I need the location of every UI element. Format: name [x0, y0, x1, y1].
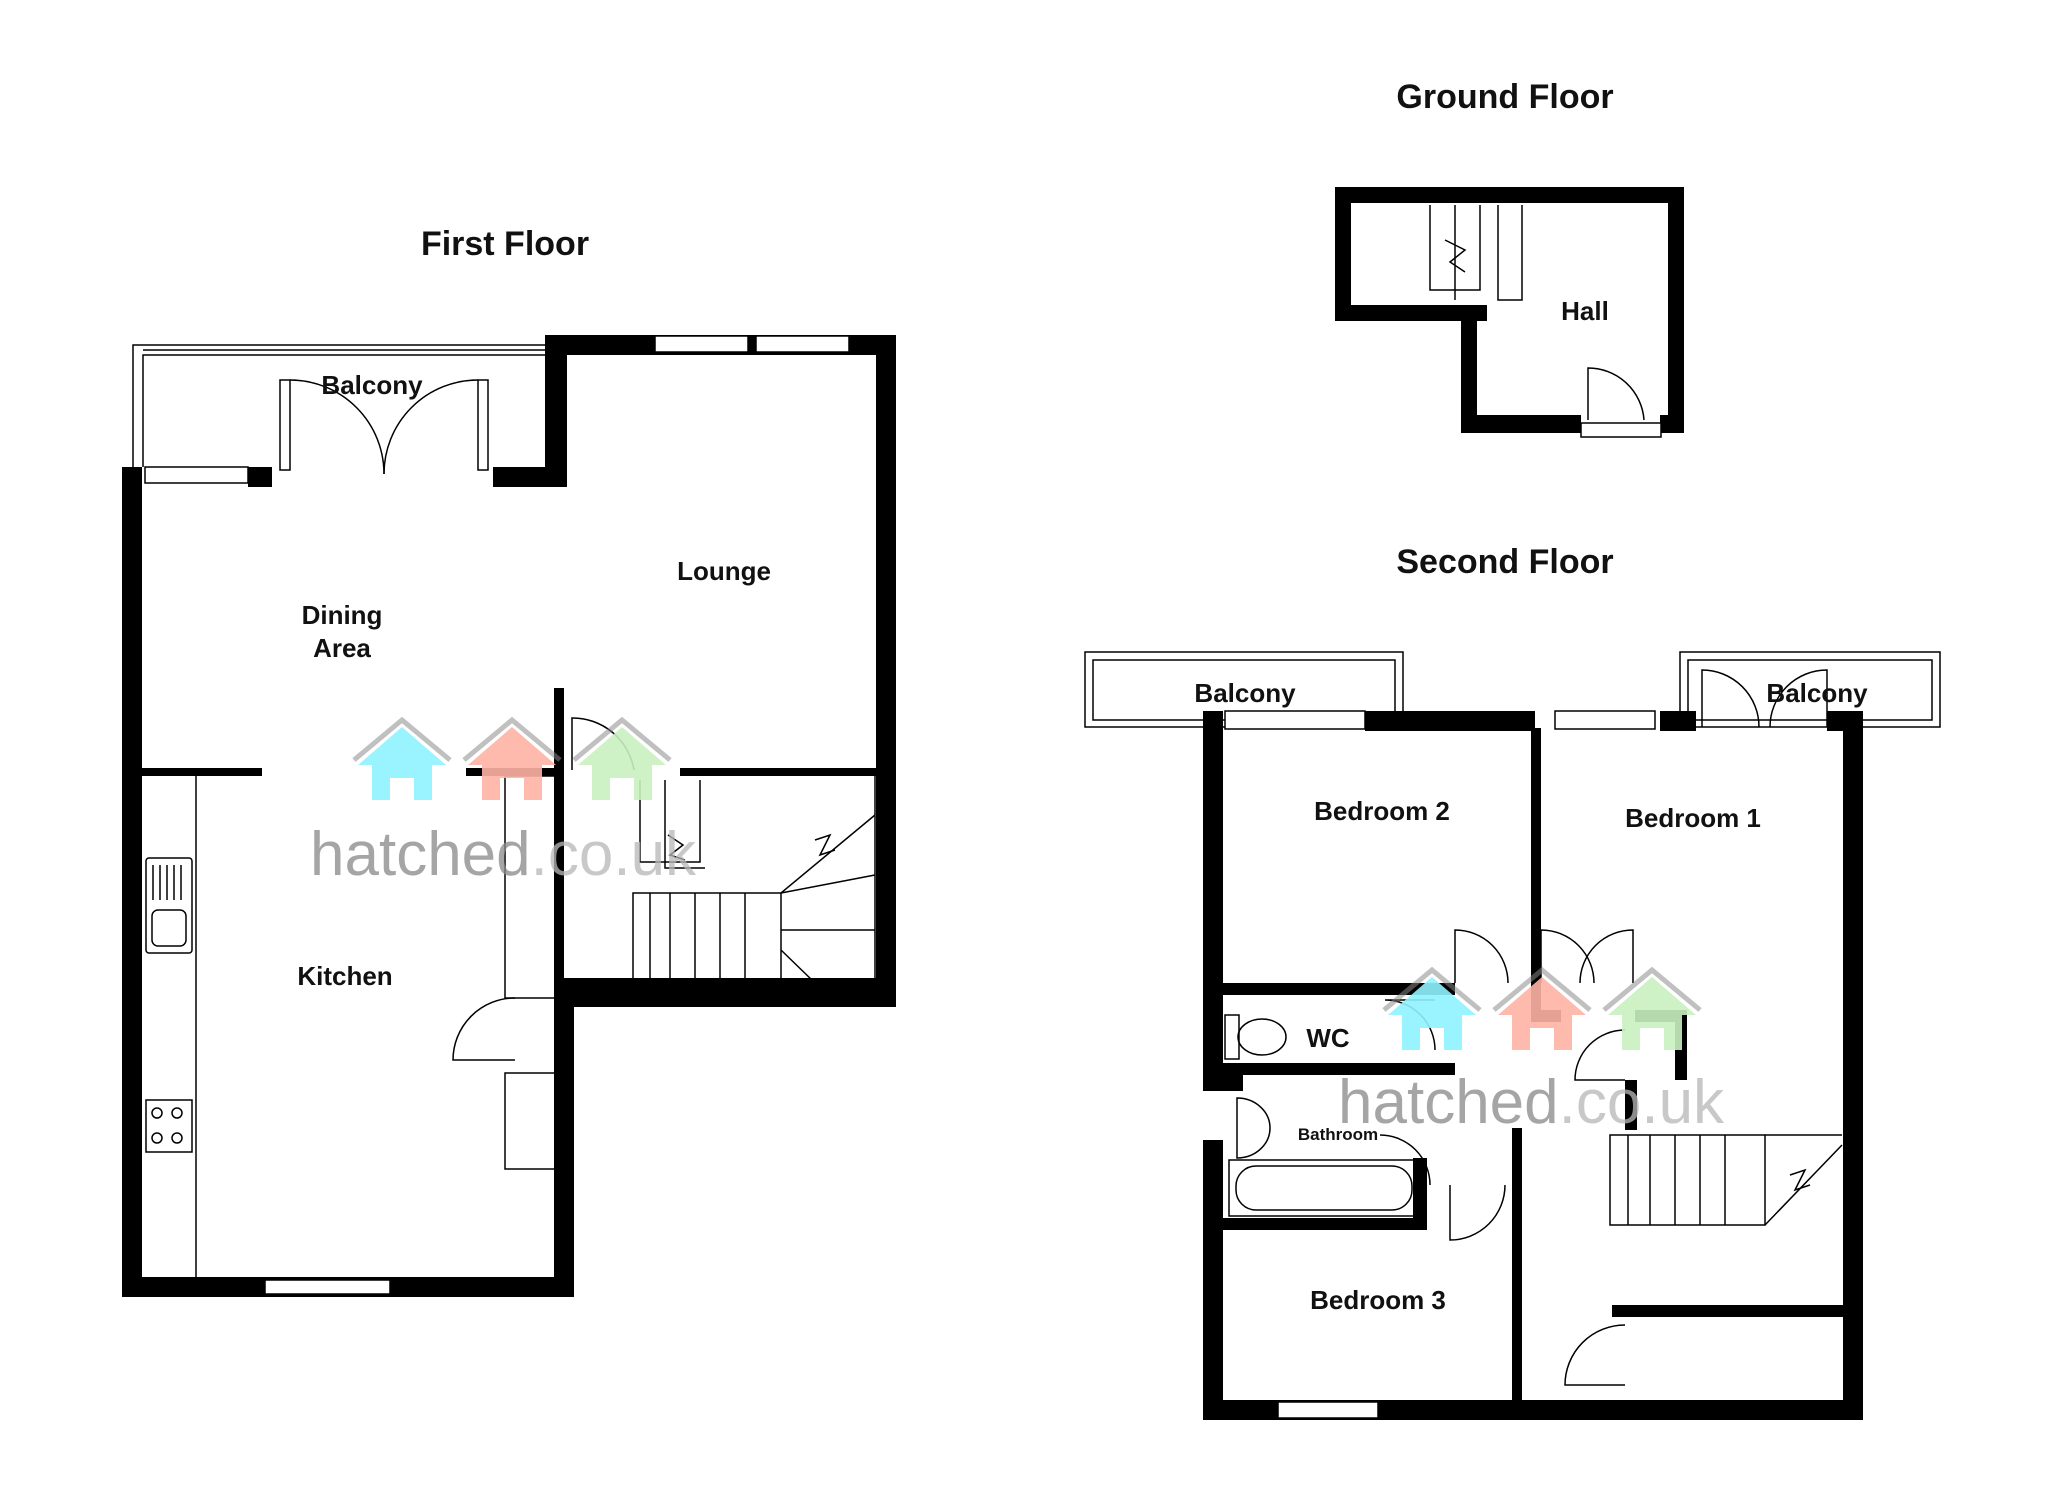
wall: [1512, 1128, 1522, 1400]
wall: [122, 467, 142, 1297]
bathroom-label: Bathroom: [1298, 1125, 1378, 1144]
window: [1277, 1401, 1379, 1419]
wall: [554, 987, 896, 1007]
watermark-domain: .co.uk: [531, 820, 697, 889]
wall: [680, 768, 876, 776]
hob: [145, 1099, 193, 1153]
wall: [1223, 1218, 1427, 1230]
window: [144, 466, 249, 484]
balcony-outline: [1679, 651, 1941, 728]
cupboard-door: [452, 997, 516, 1061]
second-floor-plan: Second Floor: [1084, 543, 1941, 1420]
wall: [1413, 1158, 1427, 1230]
watermark-brand: hatched: [310, 820, 531, 889]
staircase: [632, 892, 782, 984]
wall: [1203, 1075, 1243, 1091]
wall: [1461, 415, 1581, 433]
wall: [545, 335, 567, 485]
window: [654, 335, 749, 353]
wall: [248, 467, 272, 487]
dining-area-label-line1: Dining: [302, 600, 383, 630]
wall: [1668, 187, 1684, 433]
toilet: [1237, 1018, 1287, 1056]
wall: [1843, 711, 1863, 1420]
dining-area-label-line2: Area: [313, 633, 371, 663]
wall: [554, 993, 574, 1297]
wall: [1461, 305, 1477, 433]
sink: [145, 857, 193, 954]
door: [1564, 1324, 1626, 1386]
wall: [554, 688, 564, 993]
lounge-label: Lounge: [677, 556, 771, 586]
door: [1579, 929, 1634, 984]
entrance-door: [1587, 367, 1645, 421]
wall: [1612, 1305, 1843, 1317]
svg-text:hatched.co.uk: hatched.co.uk: [1338, 1068, 1725, 1137]
kitchen-label: Kitchen: [297, 961, 392, 991]
ground-floor-title: Ground Floor: [1396, 78, 1613, 116]
wall: [1531, 728, 1541, 1018]
wall: [1335, 187, 1351, 321]
hall-label: Hall: [1561, 296, 1609, 326]
svg-text:hatched.co.uk: hatched.co.uk: [310, 820, 697, 889]
balcony-outline: [132, 344, 545, 467]
door: [1540, 929, 1595, 984]
balcony-door: [1701, 669, 1760, 728]
window: [264, 1279, 391, 1295]
watermark-brand: hatched: [1338, 1068, 1559, 1137]
wall: [1335, 305, 1487, 321]
wall: [1335, 187, 1684, 203]
first-floor-title: First Floor: [421, 225, 589, 263]
wall: [1203, 1140, 1223, 1420]
hatched-logo: hatched.co.uk: [1338, 966, 1725, 1137]
bedroom-1-label: Bedroom 1: [1625, 803, 1761, 833]
wall: [1827, 711, 1863, 731]
watermark-domain: .co.uk: [1559, 1068, 1725, 1137]
bedroom-3-label: Bedroom 3: [1310, 1285, 1446, 1315]
window: [755, 335, 850, 353]
wall: [1612, 1305, 1624, 1317]
second-floor-title: Second Floor: [1396, 543, 1613, 581]
basin: [1236, 1097, 1271, 1159]
window: [1224, 710, 1366, 730]
ground-floor-plan: Ground Floor Hall: [1335, 78, 1684, 438]
door: [1449, 1184, 1506, 1241]
balcony-door: [289, 379, 385, 475]
door: [1574, 1029, 1626, 1081]
staircase: [1609, 1134, 1766, 1226]
wall: [1223, 1063, 1455, 1075]
balcony-left-label: Balcony: [1194, 678, 1296, 708]
wall: [142, 768, 262, 776]
bath: [1228, 1159, 1420, 1217]
first-floor-plan: First Floor: [122, 225, 896, 1297]
wall: [1625, 1080, 1637, 1130]
wall: [1203, 711, 1223, 1091]
wc-label: WC: [1306, 1023, 1350, 1053]
balcony-right-label: Balcony: [1766, 678, 1868, 708]
door: [1379, 1134, 1431, 1186]
wall: [1365, 711, 1535, 731]
bedroom-2-label: Bedroom 2: [1314, 796, 1450, 826]
door: [1454, 929, 1509, 984]
wall: [1660, 711, 1696, 731]
wall: [1223, 983, 1455, 995]
wall: [876, 335, 896, 1007]
balcony-label: Balcony: [321, 370, 423, 400]
wall: [493, 467, 567, 487]
window: [1554, 710, 1656, 730]
hatched-logo: hatched.co.uk: [310, 716, 697, 889]
